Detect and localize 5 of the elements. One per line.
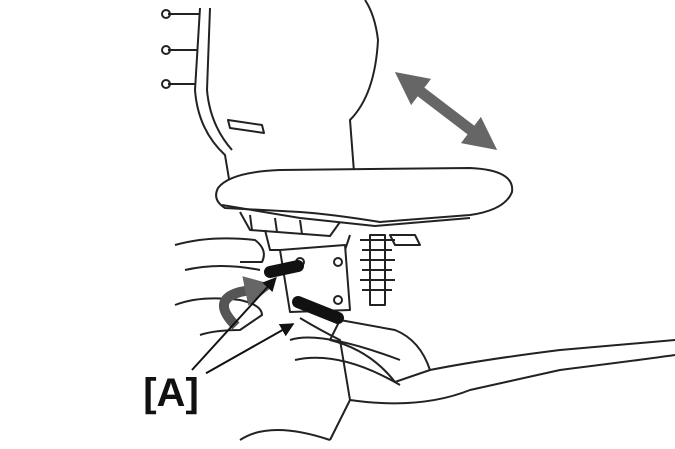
callout-label: [A] (136, 370, 206, 416)
leader-line (191, 276, 277, 371)
leader-line (206, 323, 294, 374)
lever-handle (264, 260, 304, 278)
lever-handle (292, 296, 344, 324)
